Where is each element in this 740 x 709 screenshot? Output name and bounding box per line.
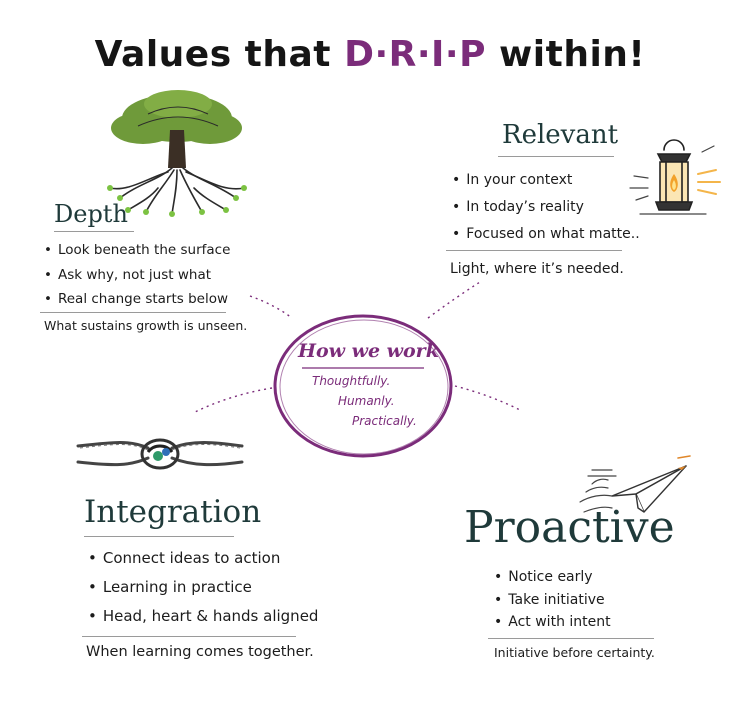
relevant-tagline: Light, where it’s needed.: [450, 261, 624, 277]
depth-bullet-list: Look beneath the surface Ask why, not ju…: [44, 238, 230, 312]
connector-integration: [194, 387, 273, 413]
title-prefix: Values that: [94, 34, 332, 75]
relevant-heading: Relevant: [502, 120, 619, 150]
depth-tagline: What sustains growth is unseen.: [44, 318, 248, 333]
integration-heading: Integration: [84, 494, 262, 530]
relevant-bullet: Focused on what matte..: [452, 221, 639, 248]
integration-bullet: Learning in practice: [88, 573, 318, 602]
depth-heading-underline: [54, 231, 134, 232]
depth-divider: [40, 312, 226, 313]
relevant-bullet: In your context: [452, 167, 640, 194]
depth-bullet: Ask why, not just what: [44, 263, 230, 288]
center-heading: How we work: [298, 340, 439, 362]
center-line-3: Practically.: [352, 414, 417, 428]
proactive-bullet: Notice early: [494, 566, 611, 589]
title-accent: D·R·I·P: [344, 34, 486, 75]
depth-bullet: Look beneath the surface: [44, 238, 230, 263]
integration-bullet-list: Connect ideas to action Learning in prac…: [88, 544, 319, 631]
proactive-tagline: Initiative before certainty.: [494, 645, 655, 660]
title-suffix: within!: [499, 34, 646, 75]
lantern-icon: [629, 139, 721, 215]
connector-proactive: [454, 385, 521, 411]
proactive-bullet-list: Notice early Take initiative Act with in…: [494, 566, 611, 634]
integration-divider: [82, 636, 296, 637]
tree-icon: [107, 90, 247, 217]
page-title: Values that D·R·I·P within!: [0, 34, 740, 75]
proactive-bullet: Act with intent: [494, 611, 610, 634]
relevant-bullet: In today’s reality: [452, 194, 640, 221]
integration-bullet: Connect ideas to action: [88, 544, 318, 573]
relevant-bullet-list: In your context In today’s reality Focus…: [452, 167, 640, 248]
proactive-divider: [488, 638, 654, 639]
connector-depth: [249, 295, 293, 319]
proactive-bullet: Take initiative: [494, 589, 611, 612]
center-line-2: Humanly.: [338, 394, 395, 408]
depth-bullet: Real change starts below: [44, 287, 230, 312]
knot-icon: [76, 438, 244, 470]
depth-heading: Depth: [54, 200, 128, 228]
relevant-divider: [446, 250, 622, 251]
paper-plane-icon: [579, 455, 691, 513]
center-line-1: Thoughtfully.: [312, 374, 391, 388]
integration-bullet: Head, heart & hands aligned: [88, 602, 319, 631]
relevant-heading-underline: [498, 156, 614, 157]
integration-tagline: When learning comes together.: [86, 644, 314, 660]
proactive-heading: Proactive: [464, 502, 675, 553]
center-circle: [273, 314, 453, 458]
integration-heading-underline: [84, 536, 234, 537]
